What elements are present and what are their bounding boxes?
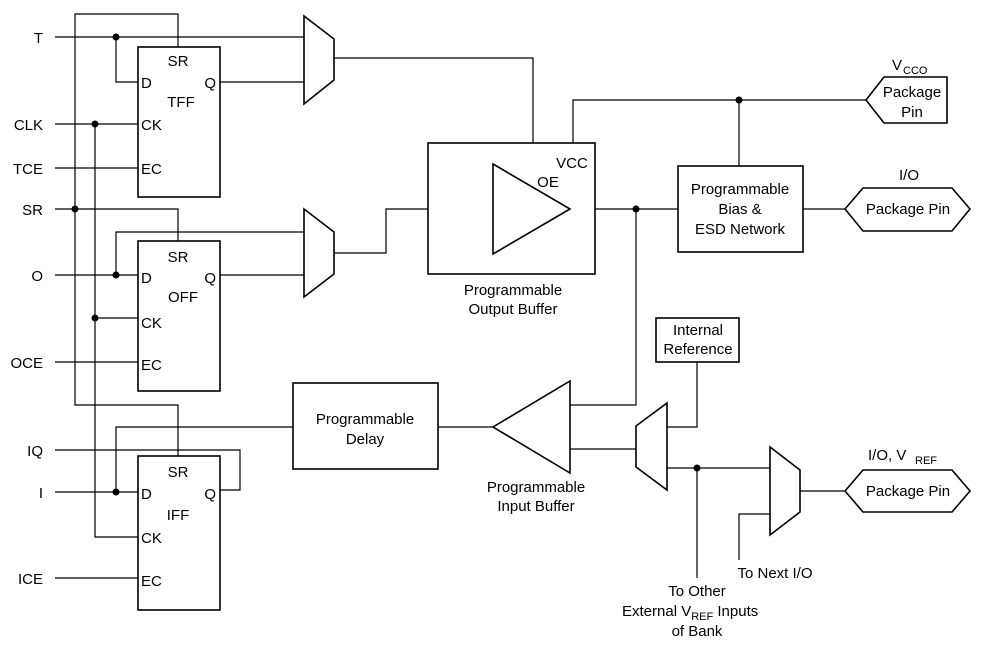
- svg-text:CK: CK: [141, 530, 162, 547]
- svg-text:EC: EC: [141, 573, 162, 590]
- svg-text:Programmable: Programmable: [487, 479, 585, 496]
- svg-text:Reference: Reference: [663, 341, 732, 358]
- vref-wire: [667, 467, 770, 578]
- svg-text:D: D: [141, 270, 152, 287]
- signal-sr: SR: [22, 202, 43, 219]
- signal-oce: OCE: [10, 355, 43, 372]
- input-mux: [635, 401, 668, 492]
- svg-text:Internal: Internal: [673, 322, 723, 339]
- svg-text:Q: Q: [204, 75, 216, 92]
- svg-text:CK: CK: [141, 315, 162, 332]
- internal-reference-block: Internal Reference: [655, 317, 740, 363]
- svg-text:TFF: TFF: [167, 94, 195, 111]
- iff-block: SR D Q IFF CK EC: [137, 455, 221, 611]
- to-other-line1: To Other: [668, 583, 726, 600]
- svg-text:Delay: Delay: [346, 431, 385, 448]
- svg-text:Output Buffer: Output Buffer: [469, 301, 558, 318]
- svg-text:OFF: OFF: [168, 289, 198, 306]
- signal-o: O: [31, 268, 43, 285]
- svg-text:EC: EC: [141, 357, 162, 374]
- signal-i: I: [39, 485, 43, 502]
- svg-text:Programmable: Programmable: [464, 282, 562, 299]
- svg-text:Package Pin: Package Pin: [866, 483, 950, 500]
- bias-esd-block: Programmable Bias & ESD Network: [677, 165, 804, 253]
- junctions: [71, 33, 743, 496]
- signal-t: T: [34, 30, 43, 47]
- svg-text:VCC: VCC: [556, 155, 588, 172]
- next-io-wire: [738, 513, 770, 560]
- to-next-io: To Next I/O: [737, 565, 812, 582]
- output-buffer-triangle: [492, 162, 572, 256]
- signal-clk: CLK: [14, 117, 43, 134]
- vref-mux: [769, 445, 801, 537]
- delay-out-wire: [115, 426, 293, 492]
- svg-text:I/O: I/O: [899, 167, 919, 184]
- tff-block: SR D Q TFF CK EC: [137, 46, 221, 198]
- vcc-wire: [572, 99, 866, 143]
- t-wire: [55, 36, 304, 83]
- to-other-line3: of Bank: [672, 623, 723, 640]
- sr-wire: [55, 13, 179, 456]
- off-block: SR D Q OFF CK EC: [137, 240, 221, 392]
- t-mux: [303, 14, 335, 106]
- svg-text:V: V: [892, 57, 902, 74]
- svg-text:REF: REF: [915, 455, 937, 467]
- svg-text:D: D: [141, 486, 152, 503]
- o-mux: [303, 207, 335, 299]
- svg-text:IFF: IFF: [167, 507, 190, 524]
- signal-iq: IQ: [27, 443, 43, 460]
- bottom-notes: To Next I/O To Other External VREF Input…: [622, 565, 813, 640]
- signal-tce: TCE: [13, 161, 43, 178]
- to-other-line2: External VREF Inputs: [622, 603, 758, 623]
- svg-text:Q: Q: [204, 486, 216, 503]
- delay-block: Programmable Delay: [292, 382, 439, 470]
- o-wire: [55, 231, 304, 276]
- svg-text:CCO: CCO: [903, 65, 928, 77]
- oe-wire: [334, 57, 534, 174]
- svg-text:Package: Package: [883, 84, 941, 101]
- svg-text:Programmable: Programmable: [316, 411, 414, 428]
- svg-text:EC: EC: [141, 161, 162, 178]
- svg-text:Q: Q: [204, 270, 216, 287]
- signal-ice: ICE: [18, 571, 43, 588]
- svg-text:SR: SR: [168, 53, 189, 70]
- svg-text:Programmable: Programmable: [691, 181, 789, 198]
- svg-text:Package Pin: Package Pin: [866, 201, 950, 218]
- svg-text:SR: SR: [168, 249, 189, 266]
- ioref-package-pin: I/O, V REF Package Pin: [843, 447, 972, 513]
- svg-text:SR: SR: [168, 464, 189, 481]
- internal-ref-wire: [667, 362, 698, 428]
- io-package-pin: I/O Package Pin: [843, 167, 972, 232]
- svg-text:D: D: [141, 75, 152, 92]
- input-buffer-block: Programmable Input Buffer: [487, 379, 585, 515]
- svg-text:CK: CK: [141, 117, 162, 134]
- svg-text:Bias &: Bias &: [718, 201, 761, 218]
- output-buffer-block: VCC OE Programmable Output Buffer: [427, 142, 596, 318]
- wiring: [55, 13, 866, 579]
- vcco-package-pin: V CCO Package Pin: [864, 57, 948, 124]
- pad-feedback-wire: [570, 209, 637, 406]
- svg-text:I/O, V: I/O, V: [868, 447, 906, 464]
- svg-text:OE: OE: [537, 174, 559, 191]
- input-buffer-triangle: [491, 379, 571, 475]
- iq-wire: [55, 449, 241, 491]
- clk-wire: [55, 123, 138, 538]
- svg-text:Pin: Pin: [901, 104, 923, 121]
- svg-text:Input Buffer: Input Buffer: [497, 498, 574, 515]
- svg-text:ESD Network: ESD Network: [695, 221, 786, 238]
- signal-labels: T CLK TCE SR O OCE IQ I ICE: [10, 30, 43, 588]
